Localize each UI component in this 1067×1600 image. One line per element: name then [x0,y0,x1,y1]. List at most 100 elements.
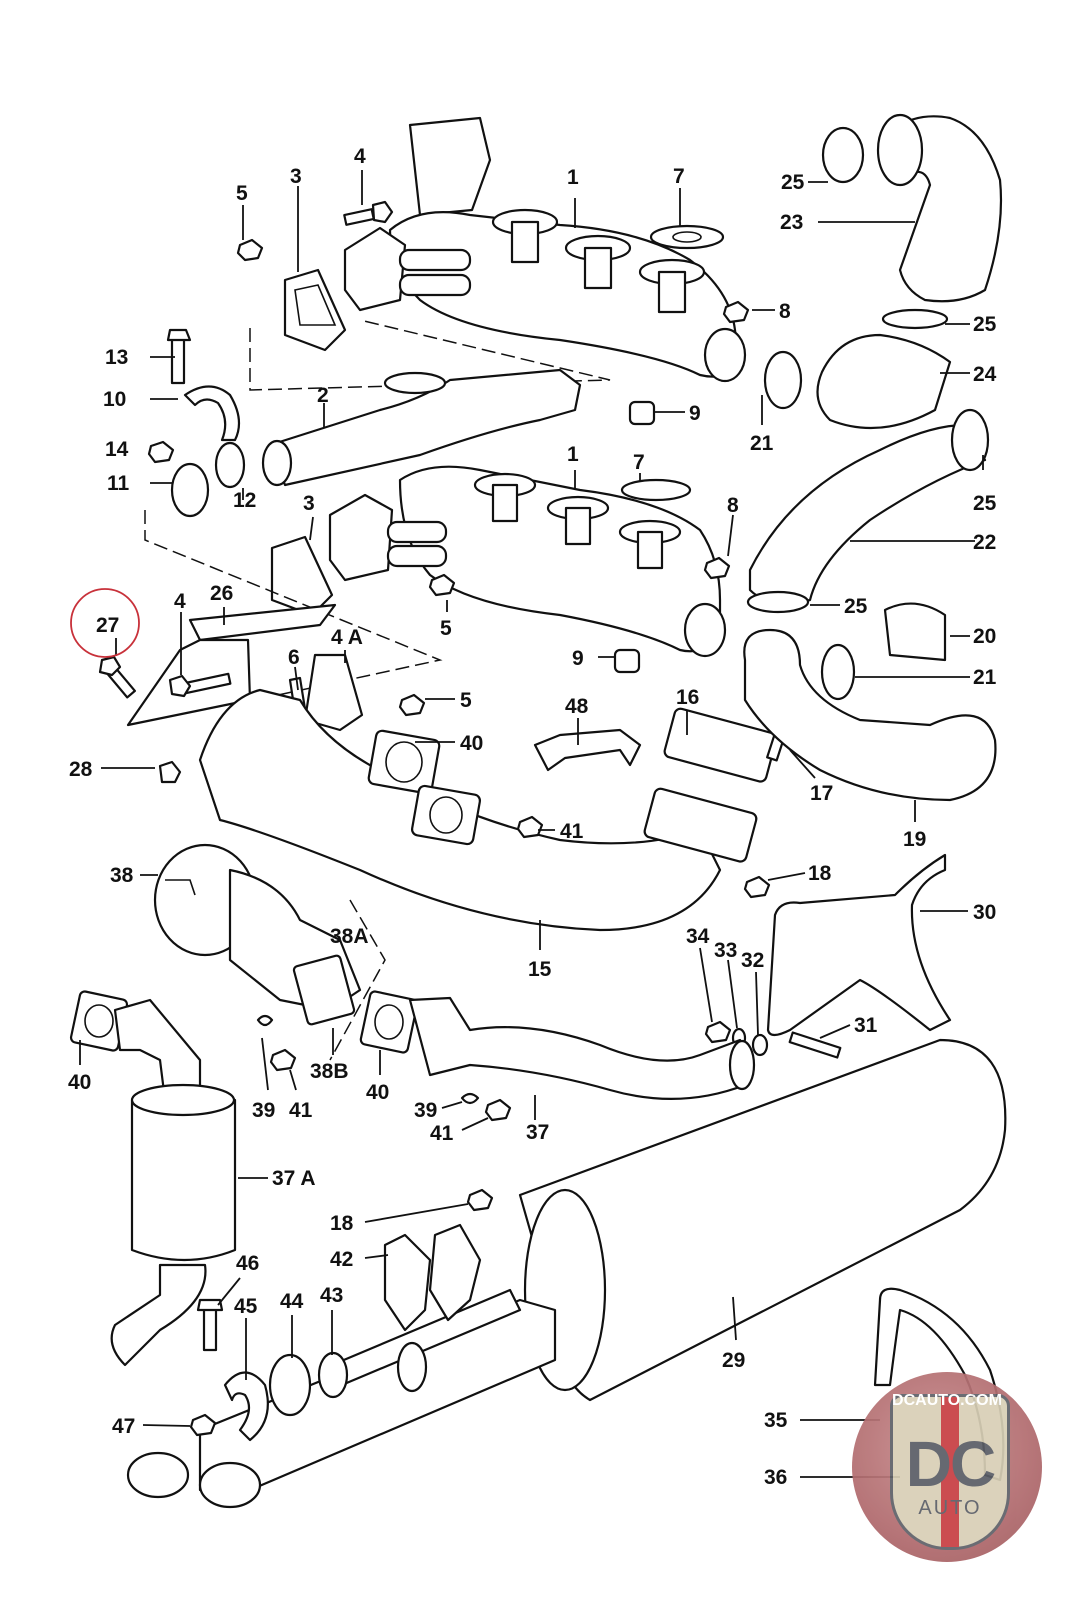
callout-label: 15 [528,958,552,981]
callout-label: 46 [236,1252,259,1275]
heat-shield-part-26 [188,603,337,642]
outlet-pipe-37A [110,1263,207,1367]
callout-label: 9 [572,647,584,670]
callout-label: 37 [526,1121,549,1144]
hose-part-24 [816,333,952,430]
callout-label: 1 [567,166,579,189]
gasket-part-7-top [649,224,725,250]
callout-label: 21 [973,666,997,689]
callout-label: 38A [330,925,369,948]
callout-label: 38B [310,1060,349,1083]
callout-label: 2 [317,384,329,407]
logo-text: DC [905,1428,996,1500]
nut-part-47 [189,1413,217,1437]
callout-label: 36 [764,1466,787,1489]
callout-label: 5 [460,689,472,712]
callout-label: 7 [633,451,645,474]
callout-label: 41 [289,1099,313,1122]
bolt-part-46 [202,1303,218,1352]
hose-part-23 [876,113,1003,303]
nut-part-14 [147,440,175,464]
heat-exchanger-lower [328,465,727,658]
nut-part-41-left [269,1048,297,1072]
callout-label: 41 [560,820,584,843]
bolt-part-13 [170,336,186,385]
ring-part-43 [317,1351,349,1399]
callout-label: 23 [780,211,803,234]
callout-label: 43 [320,1284,343,1307]
callout-label: 4 [354,145,366,168]
hose-clamp-part-25-c [950,408,990,472]
logo-stripe [941,1397,959,1547]
callout-label: 21 [750,432,774,455]
seal-part-11 [170,462,210,518]
pipe-part-19 [743,628,997,802]
tip-right [198,1461,262,1509]
logo-subtext: AUTO [918,1497,982,1519]
callout-label: 32 [741,949,764,972]
callout-label: 22 [973,531,996,554]
callout-label: 40 [460,732,483,755]
callout-label: 1 [567,443,579,466]
tip-left [126,1451,190,1499]
gasket-part-3-top [283,268,347,352]
hose-clamp-part-21-lower [820,643,856,701]
bolt-part-4-lower [168,672,232,698]
flange-manifold [410,784,482,846]
heater-blower-part-38 [153,843,362,1026]
heat-exchanger-upper [343,116,747,383]
callout-label: 37 A [272,1167,316,1190]
callout-label: 28 [69,758,93,781]
callout-label: 18 [808,862,832,885]
flange-part-16 [643,787,758,863]
flange-part-42 [428,1223,482,1322]
callout-label: 12 [233,489,256,512]
gasket-part-42 [383,1233,432,1332]
bolt-part-27 [98,655,136,699]
callout-label: 7 [673,165,685,188]
bracket-part-48 [533,728,642,772]
lock-plate-part-39-left [256,1014,274,1027]
gasket-part-7-lower [620,478,692,502]
hose-clamp-part-21-top [763,350,803,410]
callout-label: 35 [764,1409,788,1432]
callout-label: 40 [366,1081,389,1104]
leader-lines [79,170,984,1478]
callout-label: 18 [330,1212,354,1235]
callout-label: 3 [290,165,302,188]
hose-clamp-part-25-b [881,308,949,330]
nut-part-5-top [236,238,264,262]
pipe-end [396,1341,428,1393]
callout-label: 24 [973,363,997,386]
callout-label: 44 [280,1290,304,1313]
callout-label: 13 [105,346,128,369]
callout-label: 11 [107,472,130,495]
highlight-circle-part-27 [70,588,140,658]
callout-label: 39 [414,1099,437,1122]
clamp-part-45 [223,1371,269,1442]
nut-part-18-top [743,875,771,899]
callout-label: 8 [727,494,739,517]
callout-label: 42 [330,1248,353,1271]
callout-label: 4 [174,590,186,613]
washer-part-32 [751,1033,769,1057]
gasket-part-40-mid [359,990,419,1054]
hose-clamp-part-25-d [746,590,810,614]
callout-label: 19 [903,828,926,851]
bracket-part-30 [766,853,952,1037]
callout-label: 39 [252,1099,275,1122]
pipe-part-37 [408,996,747,1100]
clamp-part-10 [147,328,241,464]
callout-label: 38 [110,864,134,887]
callout-label: 6 [288,646,300,669]
gasket-part-40-top [367,729,441,795]
nut-part-8-top [722,300,750,324]
callout-label: 5 [440,617,452,640]
hose-clamp-part-25-a [821,126,865,184]
callout-label: 47 [112,1415,135,1438]
callout-label: 10 [103,388,126,411]
callout-label: 5 [236,182,248,205]
callout-label: 26 [210,582,233,605]
nut-part-18-lower [466,1188,494,1212]
nut-part-8-lower [703,556,731,580]
